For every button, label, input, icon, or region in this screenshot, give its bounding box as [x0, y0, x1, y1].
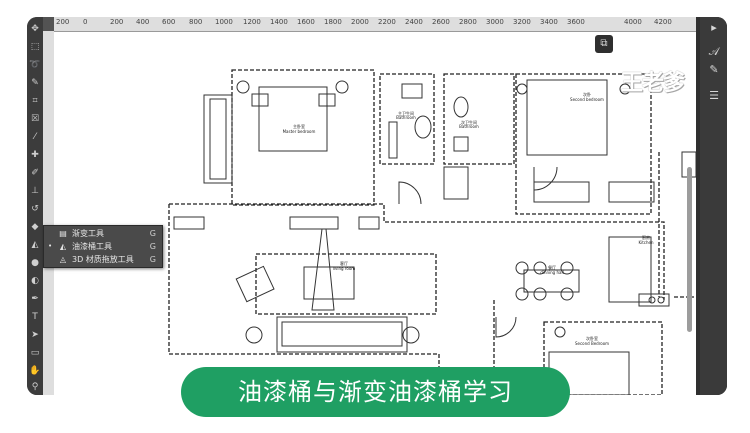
kitchen-label: 厨房 [642, 234, 650, 240]
bathroom-1-en-label: Bathroom [396, 115, 416, 120]
rectangle-tool-icon[interactable]: ▭ [30, 348, 40, 358]
ruler-tick: 2400 [405, 18, 423, 26]
menu-item-label: 油漆桶工具 [72, 242, 112, 251]
tools-panel: ✥ ⬚ ➰ ✎ ⌗ ☒ ⁄ ✚ ✐ ⊥ ↺ ◆ ◭ ● ◐ ✒ T ➤ ▭ ✋ … [27, 17, 43, 395]
ruler-tick: 400 [136, 18, 150, 26]
menu-item-3d-material-drop-tool[interactable]: ◬ 3D 材质拖放工具 G [44, 253, 162, 266]
gradient-icon: ▤ [59, 229, 67, 238]
ruler-tick: 3000 [486, 18, 504, 26]
brush-settings-icon[interactable]: ✎ [709, 63, 719, 76]
ruler-tick: 2200 [378, 18, 396, 26]
dining-label: 餐厅 [548, 264, 556, 270]
master-bedroom-en-label: Master bedroom [283, 129, 316, 134]
brush-tool-icon[interactable]: ✐ [31, 168, 39, 178]
bucket-tool-flyout-menu: ▤ 渐变工具 G • ◭ 油漆桶工具 G ◬ 3D 材质拖放工具 G [43, 225, 163, 268]
path-select-tool-icon[interactable]: ➤ [31, 330, 39, 340]
type-tool-icon[interactable]: T [32, 312, 38, 322]
second-bedroom-top-label: 次卧 [583, 91, 591, 97]
kitchen-en-label: Kitchen [638, 240, 653, 245]
ruler-tick: 2800 [459, 18, 477, 26]
dining-en-label: dinning hall [540, 270, 563, 275]
eyedropper-tool-icon[interactable]: ⁄ [34, 132, 36, 142]
3d-material-drop-icon: ◬ [59, 255, 67, 264]
second-bedroom-top-en-label: Second bedroom [570, 97, 604, 102]
shortcut-label: G [149, 242, 156, 251]
ruler-tick: 800 [189, 18, 203, 26]
ruler-tick: 4000 [624, 18, 642, 26]
ruler-tick: 3600 [567, 18, 585, 26]
quick-select-tool-icon[interactable]: ✎ [31, 78, 39, 88]
shortcut-label: G [149, 229, 156, 238]
play-icon[interactable]: ▸ [711, 21, 717, 34]
history-brush-tool-icon[interactable]: ↺ [31, 204, 39, 214]
ruler-tick: 0 [83, 18, 88, 26]
ruler-tick: 200 [56, 18, 70, 26]
eraser-tool-icon[interactable]: ◆ [31, 222, 39, 232]
clone-stamp-tool-icon[interactable]: ⊥ [31, 186, 39, 196]
second-bedroom-label: 次卧室 [586, 335, 598, 341]
bathroom-2-en-label: Bathroom [459, 124, 479, 129]
pen-tool-icon[interactable]: ✒ [31, 294, 39, 304]
artboard-icon[interactable]: ⧉ [595, 35, 613, 53]
frame-tool-icon[interactable]: ☒ [30, 114, 40, 124]
ruler-tick: 3200 [513, 18, 531, 26]
second-bedroom-en-label: Second Bedroom [575, 341, 609, 346]
selection-dot: • [48, 242, 53, 250]
ruler-tick: 1800 [324, 18, 342, 26]
hand-tool-icon[interactable]: ✋ [29, 366, 41, 376]
vertical-scrollbar[interactable] [687, 167, 692, 332]
title-banner: 油漆桶与渐变油漆桶学习 [181, 367, 570, 417]
ruler-tick: 1400 [270, 18, 288, 26]
shortcut-label: G [149, 255, 156, 264]
crop-tool-icon[interactable]: ⌗ [32, 96, 38, 106]
floor-plan-drawing: 主卧室 Master bedroom 主卫生间 Bathroom 次卫生间 Ba… [168, 69, 696, 395]
paint-bucket-icon: ◭ [59, 242, 67, 251]
marquee-tool-icon[interactable]: ⬚ [30, 42, 40, 52]
ruler-tick: 2000 [351, 18, 369, 26]
ruler-tick: 2600 [432, 18, 450, 26]
master-bedroom-label: 主卧室 [293, 123, 305, 129]
ruler-tick: 1000 [215, 18, 233, 26]
paint-bucket-tool-icon[interactable]: ◭ [31, 240, 39, 250]
bathroom-1-label: 主卫生间 [398, 110, 414, 116]
zoom-tool-icon[interactable]: ⚲ [31, 382, 39, 392]
menu-item-label: 渐变工具 [72, 229, 104, 238]
adjustments-icon[interactable]: ☰ [709, 89, 719, 102]
ruler-tick: 1600 [297, 18, 315, 26]
right-panel-dock: ▸ 𝒜 ✎ ☰ [700, 17, 727, 395]
ruler-tick: 3400 [540, 18, 558, 26]
photoshop-window: ✥ ⬚ ➰ ✎ ⌗ ☒ ⁄ ✚ ✐ ⊥ ↺ ◆ ◭ ● ◐ ✒ T ➤ ▭ ✋ … [27, 17, 727, 395]
watermark-logo: 王老爹 [621, 71, 685, 96]
ruler-tick: 4200 [654, 18, 672, 26]
healing-brush-tool-icon[interactable]: ✚ [31, 150, 39, 160]
character-panel-icon[interactable]: 𝒜 [708, 45, 720, 58]
living-room-en-label: living room [333, 266, 355, 271]
menu-item-label: 3D 材质拖放工具 [72, 255, 134, 264]
move-tool-icon[interactable]: ✥ [31, 24, 39, 34]
menu-item-paint-bucket-tool[interactable]: • ◭ 油漆桶工具 G [44, 240, 162, 253]
living-room-label: 客厅 [340, 260, 348, 266]
ruler-tick: 600 [162, 18, 176, 26]
lasso-tool-icon[interactable]: ➰ [29, 60, 41, 70]
document-canvas[interactable]: 主卧室 Master bedroom 主卫生间 Bathroom 次卫生间 Ba… [54, 32, 696, 395]
blur-tool-icon[interactable]: ● [31, 258, 39, 268]
dodge-tool-icon[interactable]: ◐ [31, 276, 39, 286]
horizontal-ruler: 200 0 200 400 600 800 1000 1200 1400 160… [54, 17, 696, 32]
ruler-tick: 1200 [243, 18, 261, 26]
ruler-tick: 200 [110, 18, 124, 26]
menu-item-gradient-tool[interactable]: ▤ 渐变工具 G [44, 227, 162, 240]
bathroom-2-label: 次卫生间 [461, 119, 477, 125]
